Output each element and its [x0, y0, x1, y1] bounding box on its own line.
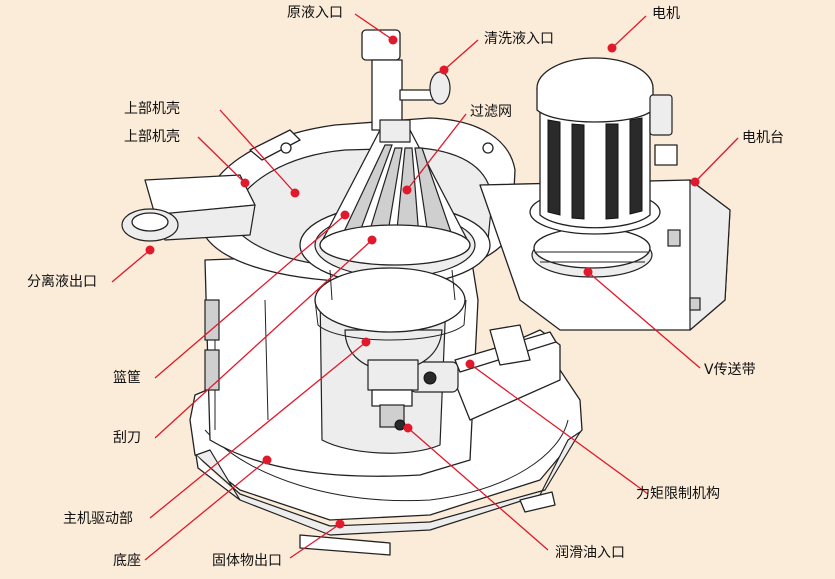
leader-v-belt: [587, 271, 701, 369]
label-raw-liquid-inlet: 原液入口: [287, 5, 343, 21]
marker-base: [262, 455, 272, 465]
label-scraper: 刮刀: [113, 430, 141, 446]
marker-upper-casing-2: [240, 178, 250, 188]
leader-base: [144, 459, 268, 561]
label-wash-liquid-inlet: 清洗液入口: [484, 31, 554, 47]
marker-basket: [340, 210, 350, 220]
leader-upper-casing-1: [219, 109, 296, 194]
filter-cone: [319, 129, 471, 266]
leader-raw-liquid-inlet: [354, 13, 394, 41]
label-solids-outlet: 固体物出口: [212, 553, 282, 569]
label-filter-screen: 过滤网: [470, 104, 512, 120]
label-lube-oil-inlet: 润滑油入口: [555, 545, 625, 561]
marker-v-belt: [583, 267, 593, 277]
label-upper-casing-1: 上部机壳: [124, 101, 180, 117]
motor-body: [529, 57, 678, 235]
marker-filter-screen: [402, 185, 412, 195]
label-base: 底座: [113, 553, 141, 569]
leader-upper-casing-2: [197, 136, 246, 184]
marker-wash-liquid-inlet: [439, 65, 449, 75]
label-v-belt: V传送带: [704, 362, 756, 378]
leader-main-drive: [149, 341, 367, 519]
leader-wash-liquid-inlet: [443, 39, 479, 71]
label-separation-liquid-outlet: 分离液出口: [27, 274, 97, 290]
leader-filter-screen: [406, 113, 467, 191]
leader-torque-limiter: [469, 363, 649, 495]
leader-solids-outlet: [289, 523, 341, 559]
leader-motor: [611, 15, 647, 49]
leader-motor-base: [694, 137, 739, 183]
marker-upper-casing-1: [290, 188, 300, 198]
label-upper-casing-2: 上部机壳: [124, 129, 180, 145]
label-motor-base: 电机台: [742, 130, 784, 146]
marker-main-drive: [361, 337, 371, 347]
marker-scraper: [367, 235, 377, 245]
label-torque-limiter: 力矩限制机构: [636, 486, 720, 502]
leader-scraper: [154, 239, 373, 439]
marker-torque-limiter: [465, 359, 475, 369]
marker-motor: [607, 43, 617, 53]
marker-lube-oil-inlet: [403, 423, 413, 433]
separation-outlet-spout: [121, 174, 256, 242]
v-belt-pulley: [531, 227, 653, 278]
marker-raw-liquid-inlet: [388, 35, 398, 45]
leader-lube-oil-inlet: [407, 427, 549, 551]
marker-solids-outlet: [335, 519, 345, 529]
leader-separation-outlet: [111, 249, 151, 283]
marker-separation-outlet: [145, 245, 155, 255]
torque-limiter: [409, 324, 561, 421]
label-basket: 篮筐: [113, 370, 141, 386]
label-motor: 电机: [652, 6, 680, 22]
label-main-drive: 主机驱动部: [63, 511, 133, 527]
leader-basket: [154, 214, 346, 379]
marker-motor-base: [690, 177, 700, 187]
